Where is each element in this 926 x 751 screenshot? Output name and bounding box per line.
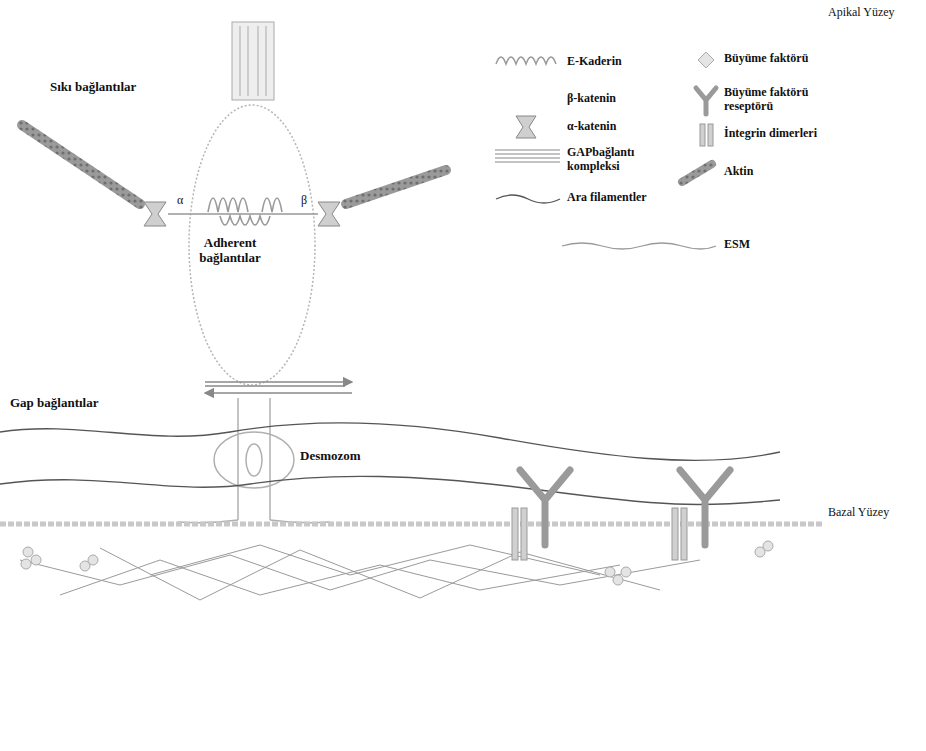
- alpha-catenin: [318, 202, 340, 226]
- e-cadherin: [220, 216, 270, 225]
- junction-label: Desmozom: [300, 449, 361, 464]
- actin-filament: [346, 170, 446, 204]
- greek-letter: β: [300, 194, 308, 208]
- legend-text: E-Kaderin: [567, 55, 622, 69]
- legend-text: İntegrin dimerleri: [724, 127, 817, 141]
- intermediate-filament: [0, 476, 780, 504]
- junction-label: Sıkı bağlantılar: [50, 80, 136, 95]
- growth-factor: [21, 541, 773, 585]
- tight-junction: [232, 22, 274, 100]
- alpha-catenin: [144, 202, 166, 226]
- gap-junction: [205, 382, 352, 393]
- growth-factor-receptor: [520, 470, 730, 545]
- surface-label: Bazal Yüzey: [828, 506, 889, 520]
- surface-label: Apikal Yüzey: [828, 6, 895, 20]
- actin-filament: [22, 125, 140, 204]
- legend-text: β-katenin: [567, 92, 616, 106]
- extracellular-matrix: [20, 545, 700, 600]
- legend-text: Ara filamentler: [567, 191, 647, 205]
- junction-label: Adherent bağlantılar: [185, 236, 275, 266]
- legend-text: ESM: [724, 238, 750, 252]
- legend-text: α-katenin: [567, 120, 616, 134]
- integrin-dimer: [512, 508, 687, 560]
- intermediate-filament: [0, 423, 780, 461]
- legend-text: Büyüme faktörü reseptörü: [724, 86, 824, 114]
- greek-letter: α: [176, 194, 184, 208]
- legend-text: Büyüme faktörü: [724, 52, 808, 66]
- basal-membrane: [0, 522, 822, 527]
- junction-label: Gap bağlantılar: [10, 396, 99, 411]
- legend-samples: [495, 52, 716, 249]
- legend-text: GAPbağlantı kompleksi: [567, 146, 649, 174]
- catenin-line: [168, 213, 318, 215]
- legend-text: Aktin: [724, 165, 753, 179]
- e-cadherin: [208, 198, 282, 212]
